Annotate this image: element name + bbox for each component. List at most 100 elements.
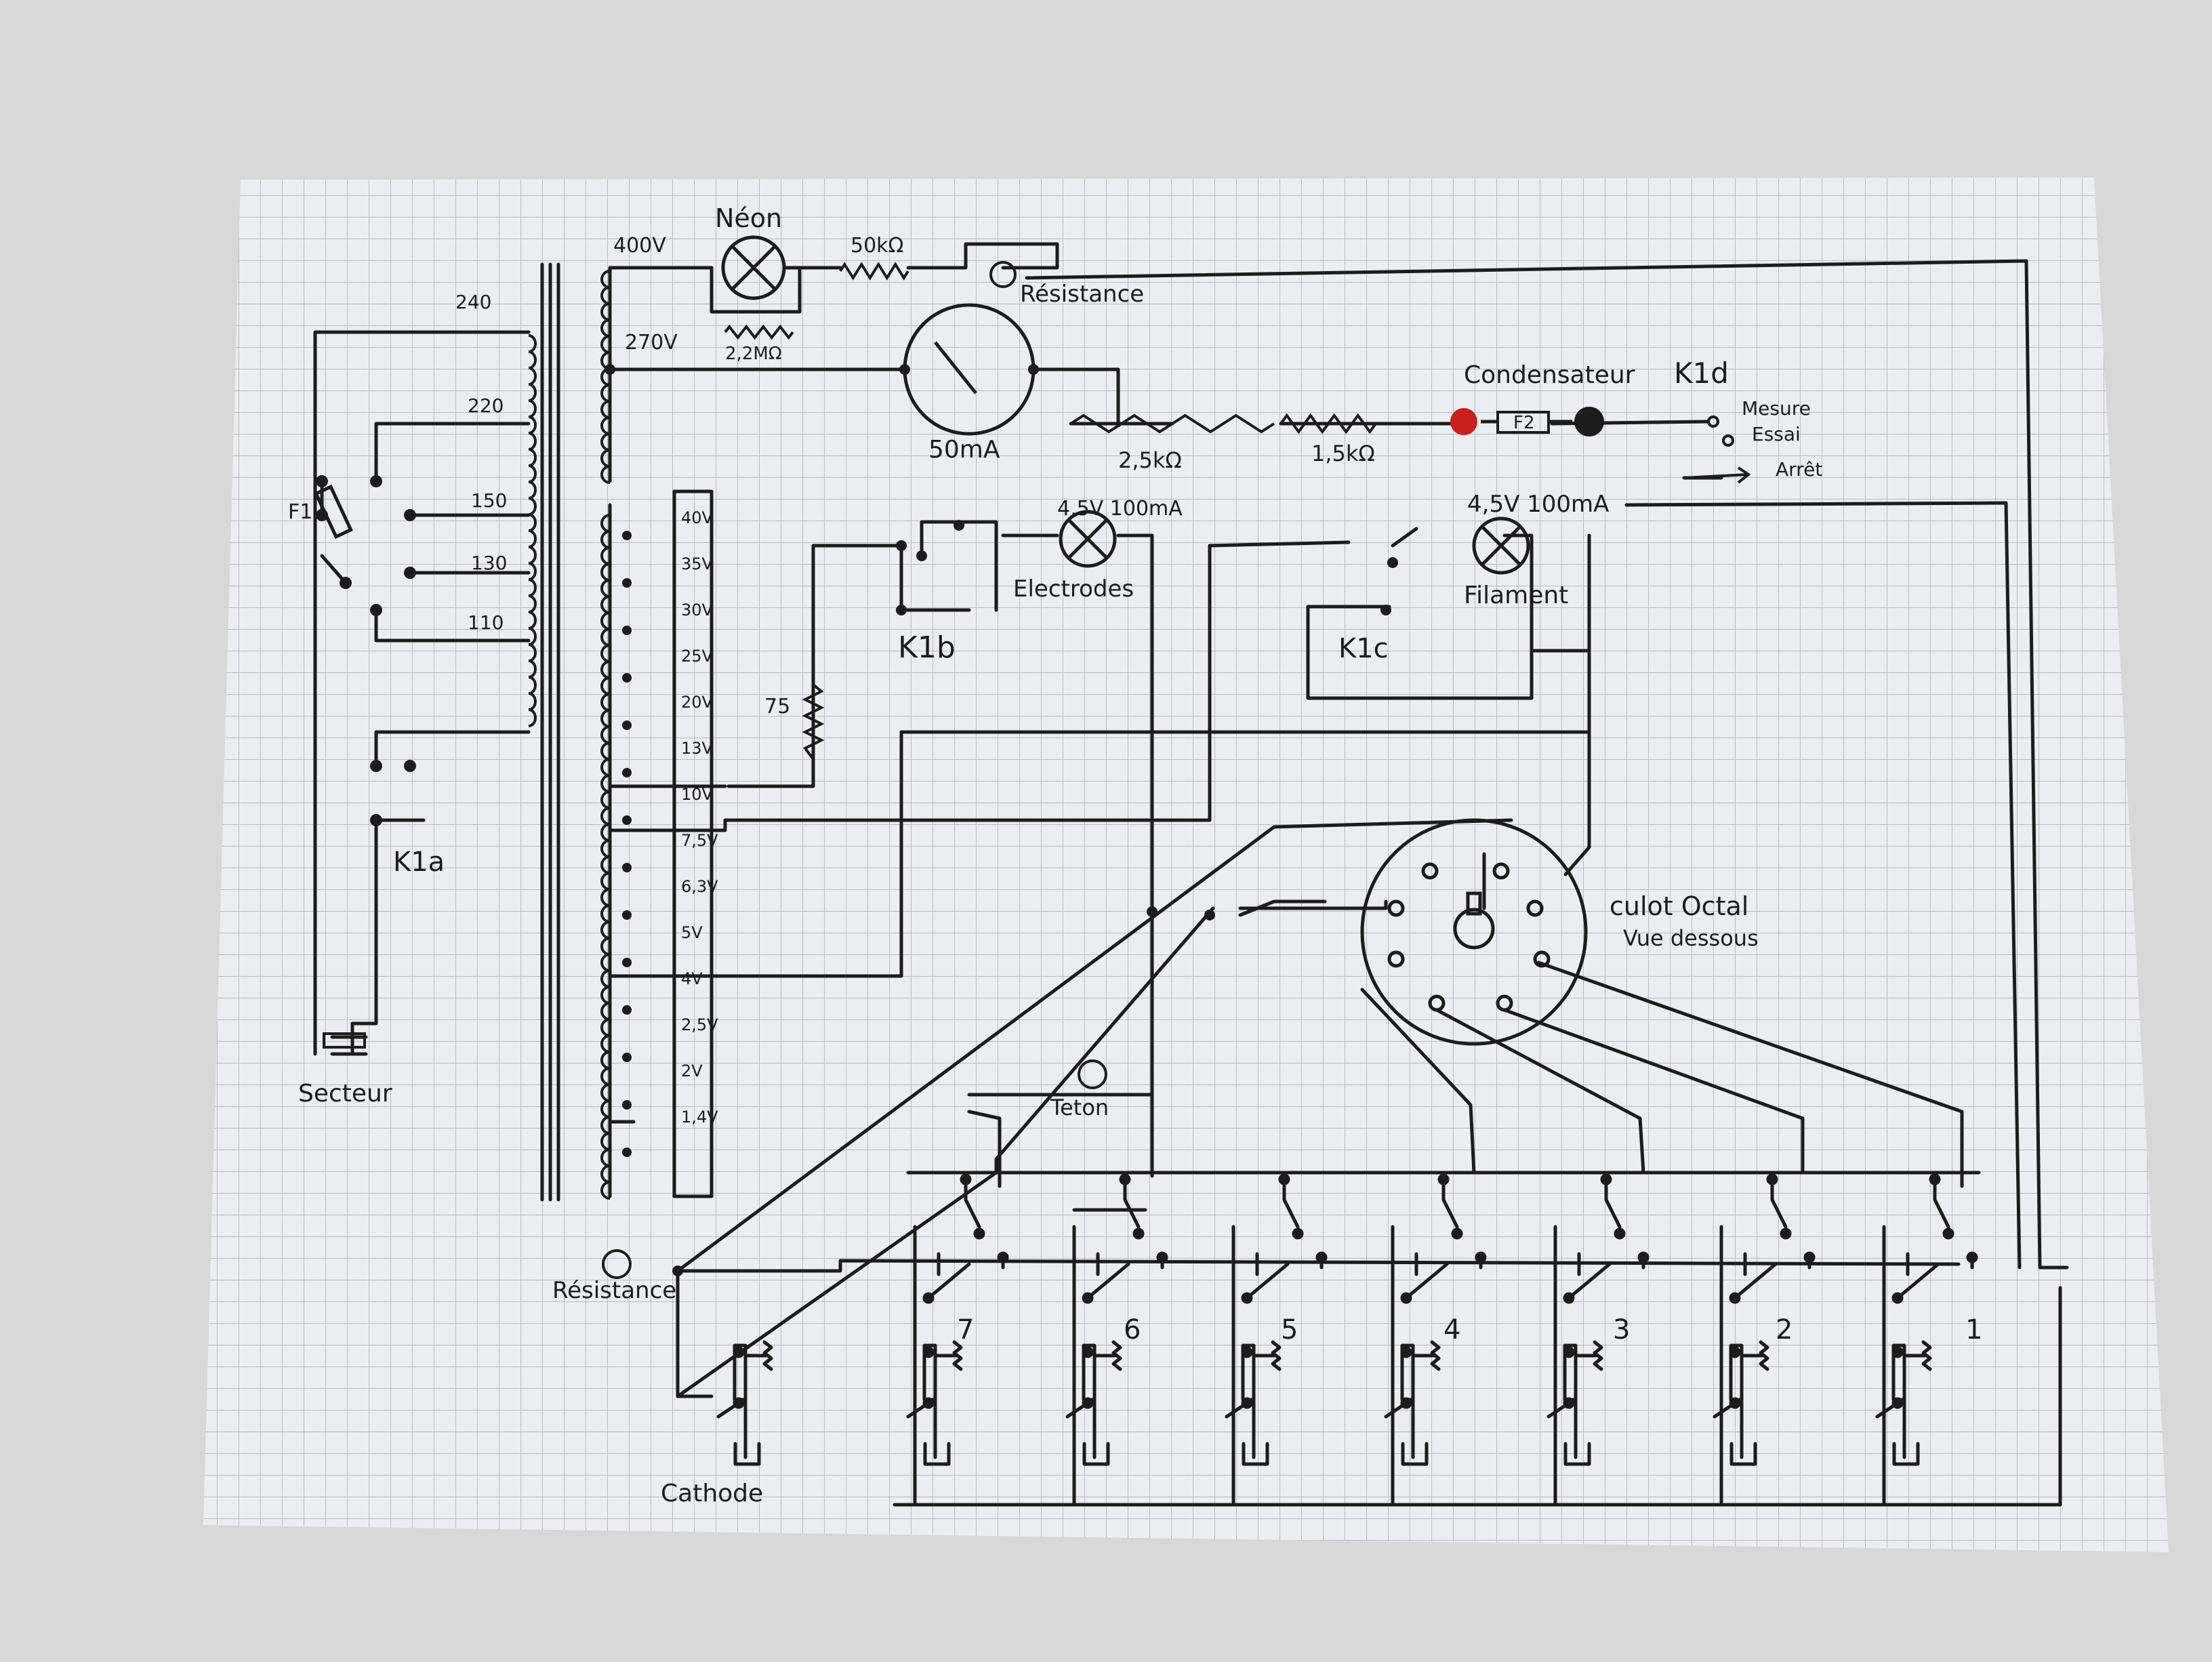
tap-dot: [404, 567, 416, 579]
condensateur-terminal-red: [1450, 408, 1477, 435]
secondary-tap-dot: [622, 1100, 632, 1110]
potentiometer-2k5: [1069, 413, 1275, 434]
tap-dot: [370, 604, 382, 616]
hv-secondary-winding: [600, 270, 611, 484]
junction-dot: [1204, 910, 1215, 920]
label-mesure: Mesure: [1742, 397, 1811, 420]
junction-dot: [954, 520, 964, 531]
label-secteur: Secteur: [298, 1080, 392, 1108]
secondary-tap-label: 5V: [681, 923, 703, 942]
secondary-tap-label: 6,3V: [681, 877, 718, 896]
label-electrodes: Electrodes: [1013, 575, 1134, 603]
secondary-tap-label: 1,4V: [681, 1108, 718, 1127]
resistor-2m2: [724, 324, 794, 340]
label-teton: Teton: [1050, 1095, 1109, 1120]
label-cathode: Cathode: [661, 1480, 763, 1507]
label-k1d: K1d: [1674, 357, 1729, 390]
lamp-filament: [1472, 516, 1530, 575]
secondary-tap-label: 10V: [681, 785, 714, 804]
pin-switch-group: [1065, 1171, 1168, 1507]
pin-number-label: 2: [1776, 1314, 1793, 1345]
secondary-tap-label: 13V: [681, 739, 714, 758]
secondary-tap-label: 40V: [681, 508, 714, 527]
label-arret: Arrêt: [1776, 458, 1822, 481]
pin-switch-group: [1384, 1171, 1487, 1507]
junction-dot: [1147, 906, 1158, 917]
k1d-contact-mesure: [1707, 416, 1719, 428]
label-lamp-filament-rating: 4,5V 100mA: [1467, 491, 1609, 518]
label-neon: Néon: [715, 203, 782, 233]
label-culot-octal: culot Octal: [1610, 891, 1748, 921]
junction-dot: [672, 1265, 683, 1276]
label-essai: Essai: [1752, 423, 1801, 445]
primary-tap-label: 150: [471, 489, 507, 512]
label-270v: 270V: [625, 331, 678, 354]
label-1k5: 1,5kΩ: [1311, 441, 1375, 466]
label-r75: 75: [764, 695, 790, 718]
label-vue-dessous: Vue dessous: [1623, 925, 1759, 951]
label-condensateur: Condensateur: [1464, 361, 1635, 389]
primary-tap-label: 220: [468, 394, 504, 417]
k1d-arm: [1683, 466, 1751, 484]
secondary-tap-dot: [622, 1148, 632, 1157]
resistor-50k: [839, 262, 909, 281]
secondary-tap-dot: [622, 626, 632, 635]
pin-number-label: 3: [1613, 1314, 1630, 1345]
label-pot-2k5: 2,5kΩ: [1118, 447, 1182, 473]
secondary-tap-dot: [622, 768, 632, 777]
schematic-labels: Néon 400V 270V 50kΩ Résistance 2,2MΩ 50m…: [288, 203, 1982, 1507]
secondary-tap-label: 30V: [681, 601, 714, 620]
secondary-tap-dot: [622, 673, 632, 683]
primary-winding: [528, 334, 537, 727]
pin-switch-group: [1225, 1171, 1328, 1507]
pin-number-label: 6: [1124, 1314, 1141, 1345]
neon-lamp: [721, 235, 786, 300]
resistor-1k5: [1279, 413, 1377, 434]
label-k1c: K1c: [1338, 633, 1389, 664]
label-f1: F1: [288, 500, 312, 524]
tap-dot: [316, 475, 328, 487]
primary-tap-label: 240: [455, 291, 491, 313]
pin-number-label: 4: [1443, 1314, 1460, 1345]
filament-secondary-winding: [600, 514, 611, 1200]
secondary-tap-dot: [622, 1053, 632, 1062]
resistance-socket-bottom: [602, 1249, 632, 1279]
tap-dot: [340, 577, 352, 589]
label-resistance-bottom: Résistance: [552, 1277, 676, 1304]
label-meter-50ma: 50mA: [928, 436, 1000, 464]
component-symbols: [314, 235, 1751, 1279]
secondary-tap-dot: [622, 721, 632, 730]
pin-number-label: 5: [1281, 1314, 1298, 1345]
lamp-electrodes: [1059, 510, 1117, 568]
secondary-tap-label: 35V: [681, 554, 714, 573]
secondary-tap-label: 2,5V: [681, 1015, 718, 1034]
junction-dot: [1387, 557, 1398, 568]
label-400v: 400V: [613, 234, 666, 258]
tap-dot: [370, 475, 382, 487]
primary-tap-label: 110: [468, 611, 504, 634]
tap-dot: [370, 814, 382, 826]
label-k1b: K1b: [898, 630, 956, 665]
pin-number-label: 7: [957, 1314, 974, 1345]
secondary-tap-dot: [622, 910, 632, 920]
secondary-tap-label: 7,5V: [681, 831, 718, 850]
label-filament: Filament: [1464, 582, 1568, 609]
secondary-tap-dot: [622, 531, 632, 540]
secondary-tap-label: 20V: [681, 693, 714, 712]
junction-dot: [896, 605, 907, 615]
pin-switch-group: [906, 1171, 1009, 1507]
grid-paper: [203, 178, 2169, 1552]
pin-switch-group: [1547, 1171, 1650, 1507]
label-lamp-electrodes-rating: 4,5V 100mA: [1057, 497, 1183, 521]
label-f2: F2: [1513, 413, 1535, 433]
k1d-contact-essai: [1722, 434, 1734, 447]
secondary-tap-label: 25V: [681, 647, 714, 666]
secondary-tap-dot: [622, 958, 632, 967]
pin-switch-group: [1875, 1171, 1978, 1507]
primary-tap-label: 130: [471, 552, 507, 574]
teton-marker: [1078, 1059, 1107, 1089]
junction-dot: [896, 540, 907, 551]
wiring: [313, 242, 2069, 1507]
secondary-tap-dot: [622, 1005, 632, 1015]
